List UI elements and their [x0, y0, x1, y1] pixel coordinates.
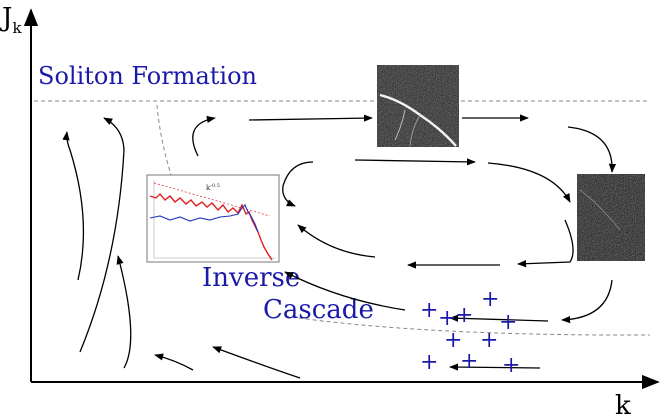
soliton-formation-label: Soliton Formation [38, 62, 257, 90]
plus-marker: + [460, 349, 478, 374]
cascade-boundary-curve [156, 104, 173, 179]
y-axis-label: Jk [0, 3, 22, 37]
flow-arrow [116, 255, 132, 369]
flow-arrow [517, 219, 574, 268]
flow-arrow [284, 271, 406, 311]
turbulence-thumbnail [577, 174, 645, 261]
flow-arrow [354, 158, 476, 166]
flow-arrow [282, 161, 314, 207]
plus-marker: + [480, 328, 498, 353]
plus-marker: + [420, 350, 438, 375]
inverse-label: Inverse [202, 263, 300, 293]
flow-arrow [449, 363, 541, 371]
flow-arrow [561, 279, 613, 324]
plus-marker: + [455, 303, 473, 328]
flow-arrow [449, 314, 549, 322]
plus-marker: + [420, 298, 438, 323]
spectrum-inset: k-0.5 [146, 174, 280, 263]
x-axis-label: k [615, 391, 631, 418]
soliton-thumbnail [377, 65, 459, 147]
plus-marker: + [438, 306, 456, 331]
spectrum-blue-curve [149, 204, 259, 233]
flow-arrow [79, 117, 125, 353]
plus-marker: + [499, 310, 517, 335]
flow-arrow [297, 224, 376, 258]
lower-boundary-curve [284, 315, 651, 336]
flow-arrow [248, 114, 373, 122]
flow-arrow [192, 115, 216, 157]
y-axis-subscript: k [12, 19, 22, 37]
plus-marker: + [481, 287, 499, 312]
flow-arrow [154, 353, 194, 371]
flow-arrow [212, 346, 301, 379]
plus-markers: + + + + + + + + + + [420, 287, 520, 378]
flow-arrow [62, 131, 85, 281]
flow-arrow [487, 162, 571, 203]
spectrum-annotation: k-0.5 [206, 183, 220, 192]
flow-arrows [62, 114, 617, 379]
flow-arrow [567, 126, 617, 173]
plus-marker: + [444, 328, 462, 353]
spectrum-fit-line [153, 182, 271, 217]
plus-marker: + [502, 353, 520, 378]
